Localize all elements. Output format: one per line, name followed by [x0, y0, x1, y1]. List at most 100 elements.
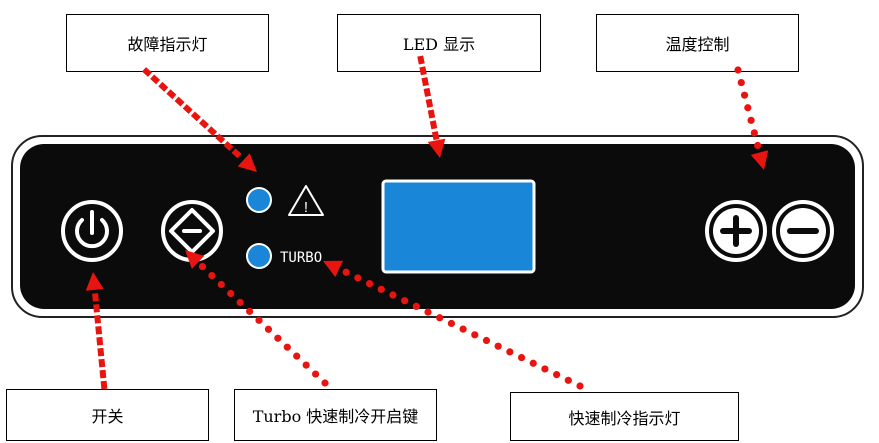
- arrow-head: [323, 260, 344, 277]
- arrow-dot: [92, 293, 99, 302]
- arrow-dot: [182, 104, 193, 114]
- arrow-dot: [423, 87, 431, 97]
- arrow-dot: [412, 302, 420, 310]
- arrow-dot: [198, 263, 207, 271]
- diamond-minus-icon: [169, 208, 215, 254]
- arrow-head: [427, 138, 446, 158]
- arrow-dot: [94, 315, 101, 324]
- arrow-dot: [389, 291, 397, 299]
- plus-circle-icon: [713, 208, 759, 254]
- arrow-dot: [208, 271, 216, 280]
- arrow-dot: [740, 91, 749, 99]
- arrow-dot: [321, 379, 329, 387]
- fault-indicator-light: [246, 187, 272, 213]
- led-display-screen: [381, 179, 536, 274]
- arrow-dot: [425, 98, 434, 108]
- callout-turbo-indicator-label: 快速制冷指示灯: [568, 408, 681, 428]
- turbo-indicator-light: [246, 243, 272, 269]
- callout-temperature-control: 温度控制: [596, 14, 799, 72]
- leader-arrows: [85, 55, 769, 390]
- arrow-dot: [283, 343, 291, 351]
- arrow-dot: [424, 308, 432, 316]
- warning-glyph: !: [304, 199, 308, 216]
- arrow-dot: [494, 342, 502, 350]
- arrow-dot: [166, 89, 177, 100]
- arrow-dot: [744, 104, 752, 112]
- arrow-dot: [311, 370, 320, 378]
- arrow-dot: [377, 285, 385, 293]
- turbo-button[interactable]: [161, 200, 223, 262]
- arrow-dot: [564, 376, 572, 384]
- arrow-dot: [365, 280, 374, 288]
- arrow-dot: [459, 325, 467, 333]
- callout-power-switch: 开关: [6, 389, 209, 441]
- arrow-dot: [342, 268, 350, 276]
- arrow-dot: [231, 148, 242, 159]
- arrow-head: [237, 153, 257, 172]
- arrow-dot: [302, 361, 310, 369]
- callout-turbo-indicator: 快速制冷指示灯: [510, 392, 739, 441]
- arrow-dot: [553, 371, 561, 379]
- arrow-dot: [96, 336, 104, 346]
- arrow-dot: [227, 289, 235, 298]
- arrow-dot: [401, 297, 409, 305]
- arrow-dot: [529, 359, 537, 367]
- arrow-dot: [734, 66, 742, 74]
- temperature-up-button[interactable]: [705, 200, 767, 262]
- arrow-power-switch: [85, 272, 108, 390]
- arrow-dot: [158, 81, 169, 92]
- arrow-dot: [506, 348, 514, 356]
- arrow-dot: [447, 319, 456, 328]
- arrow-dot: [97, 347, 105, 357]
- temperature-down-button[interactable]: [772, 200, 834, 262]
- arrow-head: [185, 250, 205, 269]
- arrow-dot: [246, 307, 254, 315]
- arrow-dot: [100, 380, 108, 390]
- callout-led-display-label: LED 显示: [402, 35, 476, 54]
- arrow-dot: [95, 325, 103, 335]
- arrow-dot: [421, 77, 429, 87]
- arrow-dot: [98, 358, 106, 368]
- arrow-turbo-indicator: [323, 260, 584, 390]
- power-button[interactable]: [61, 200, 123, 262]
- arrow-dot: [354, 274, 362, 282]
- arrow-dot: [274, 334, 282, 342]
- arrow-dot: [264, 325, 273, 333]
- arrow-fault-indicator: [142, 67, 257, 172]
- arrow-dot: [142, 67, 152, 77]
- arrow-led-display: [417, 55, 446, 158]
- arrow-dot: [215, 133, 226, 144]
- arrow-dot: [427, 109, 436, 119]
- arrow-head: [750, 150, 769, 170]
- callout-led-display: LED 显示: [337, 14, 541, 72]
- arrow-dot: [419, 66, 427, 76]
- turbo-label: TURBO: [280, 250, 322, 266]
- callout-temperature-control-label: 温度控制: [665, 35, 730, 54]
- power-icon: [75, 210, 109, 249]
- arrow-dot: [429, 120, 438, 130]
- arrow-dot: [223, 141, 234, 151]
- arrow-dot: [217, 280, 225, 289]
- arrow-dot: [93, 304, 100, 313]
- arrow-temperature-control: [734, 66, 769, 170]
- arrow-dot: [99, 369, 107, 379]
- arrow-dot: [293, 352, 301, 360]
- minus-circle-icon: [780, 208, 826, 254]
- callout-fault-indicator-label: 故障指示灯: [127, 35, 208, 54]
- warning-triangle-icon: !: [288, 185, 324, 216]
- arrow-turbo-button: [185, 250, 329, 387]
- arrow-dot: [541, 365, 549, 373]
- arrow-dot: [737, 78, 745, 87]
- arrow-dot: [417, 55, 425, 65]
- arrow-dot: [576, 382, 584, 390]
- arrow-dot: [517, 353, 526, 362]
- arrow-dot: [471, 331, 479, 339]
- arrow-dot: [255, 316, 263, 324]
- arrow-dot: [754, 141, 762, 150]
- arrow-dot: [236, 298, 244, 307]
- arrow-dot: [198, 118, 209, 129]
- arrow-dot: [436, 314, 444, 322]
- arrow-dot: [207, 126, 218, 137]
- arrow-head: [85, 272, 104, 291]
